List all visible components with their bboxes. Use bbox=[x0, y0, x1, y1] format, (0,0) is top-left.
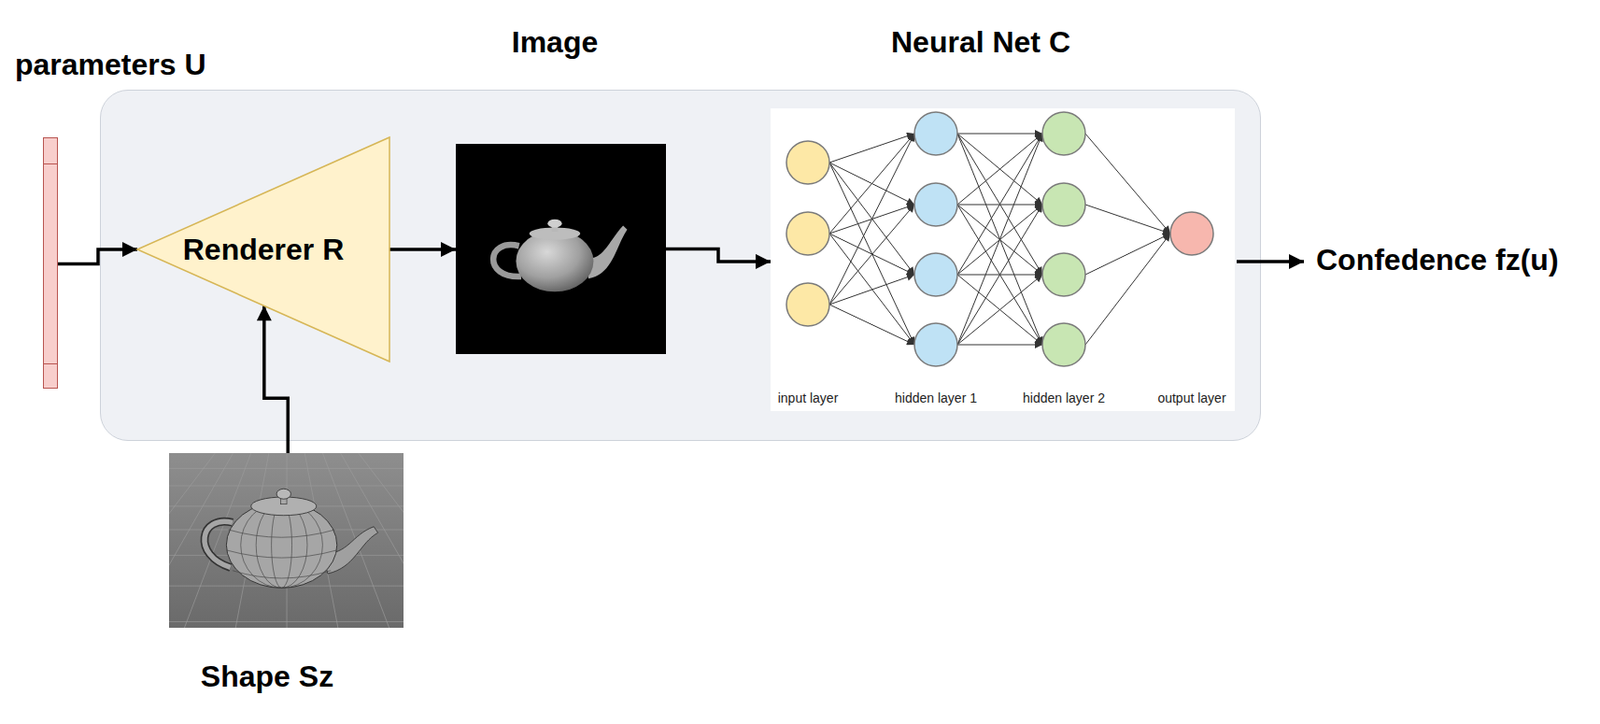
node-heading: Image bbox=[511, 24, 598, 60]
connector-arrow bbox=[57, 249, 138, 265]
node-heading: Shape Sz bbox=[200, 658, 334, 694]
rendered-image bbox=[455, 143, 666, 354]
parameter-vector: parameters U bbox=[42, 137, 58, 389]
connector-arrow bbox=[389, 247, 456, 252]
layer-label: input layer bbox=[778, 389, 839, 407]
layer-label: output layer bbox=[1157, 389, 1226, 407]
output-arrow bbox=[1236, 259, 1304, 264]
shape-image: Shape Sz bbox=[169, 453, 404, 628]
image-box: Image bbox=[455, 143, 666, 354]
layer-label: hidden layer 1 bbox=[894, 389, 977, 407]
output-label: Confedence fz(u) bbox=[1316, 241, 1559, 278]
node-label: Renderer R bbox=[183, 231, 345, 268]
node-heading: Neural Net C bbox=[891, 24, 1071, 60]
neural-net-figure bbox=[770, 108, 1235, 411]
bar-segment bbox=[43, 363, 57, 365]
bar-segment bbox=[43, 163, 57, 165]
renderer-triangle: Renderer R bbox=[137, 137, 390, 362]
layer-label: hidden layer 2 bbox=[1022, 389, 1105, 407]
connector-arrow bbox=[665, 249, 771, 262]
mesh-image bbox=[169, 453, 404, 628]
connector-arrow bbox=[264, 305, 288, 454]
node-heading: parameters U bbox=[14, 46, 207, 83]
neural-net-box: Neural Net C bbox=[770, 108, 1235, 411]
